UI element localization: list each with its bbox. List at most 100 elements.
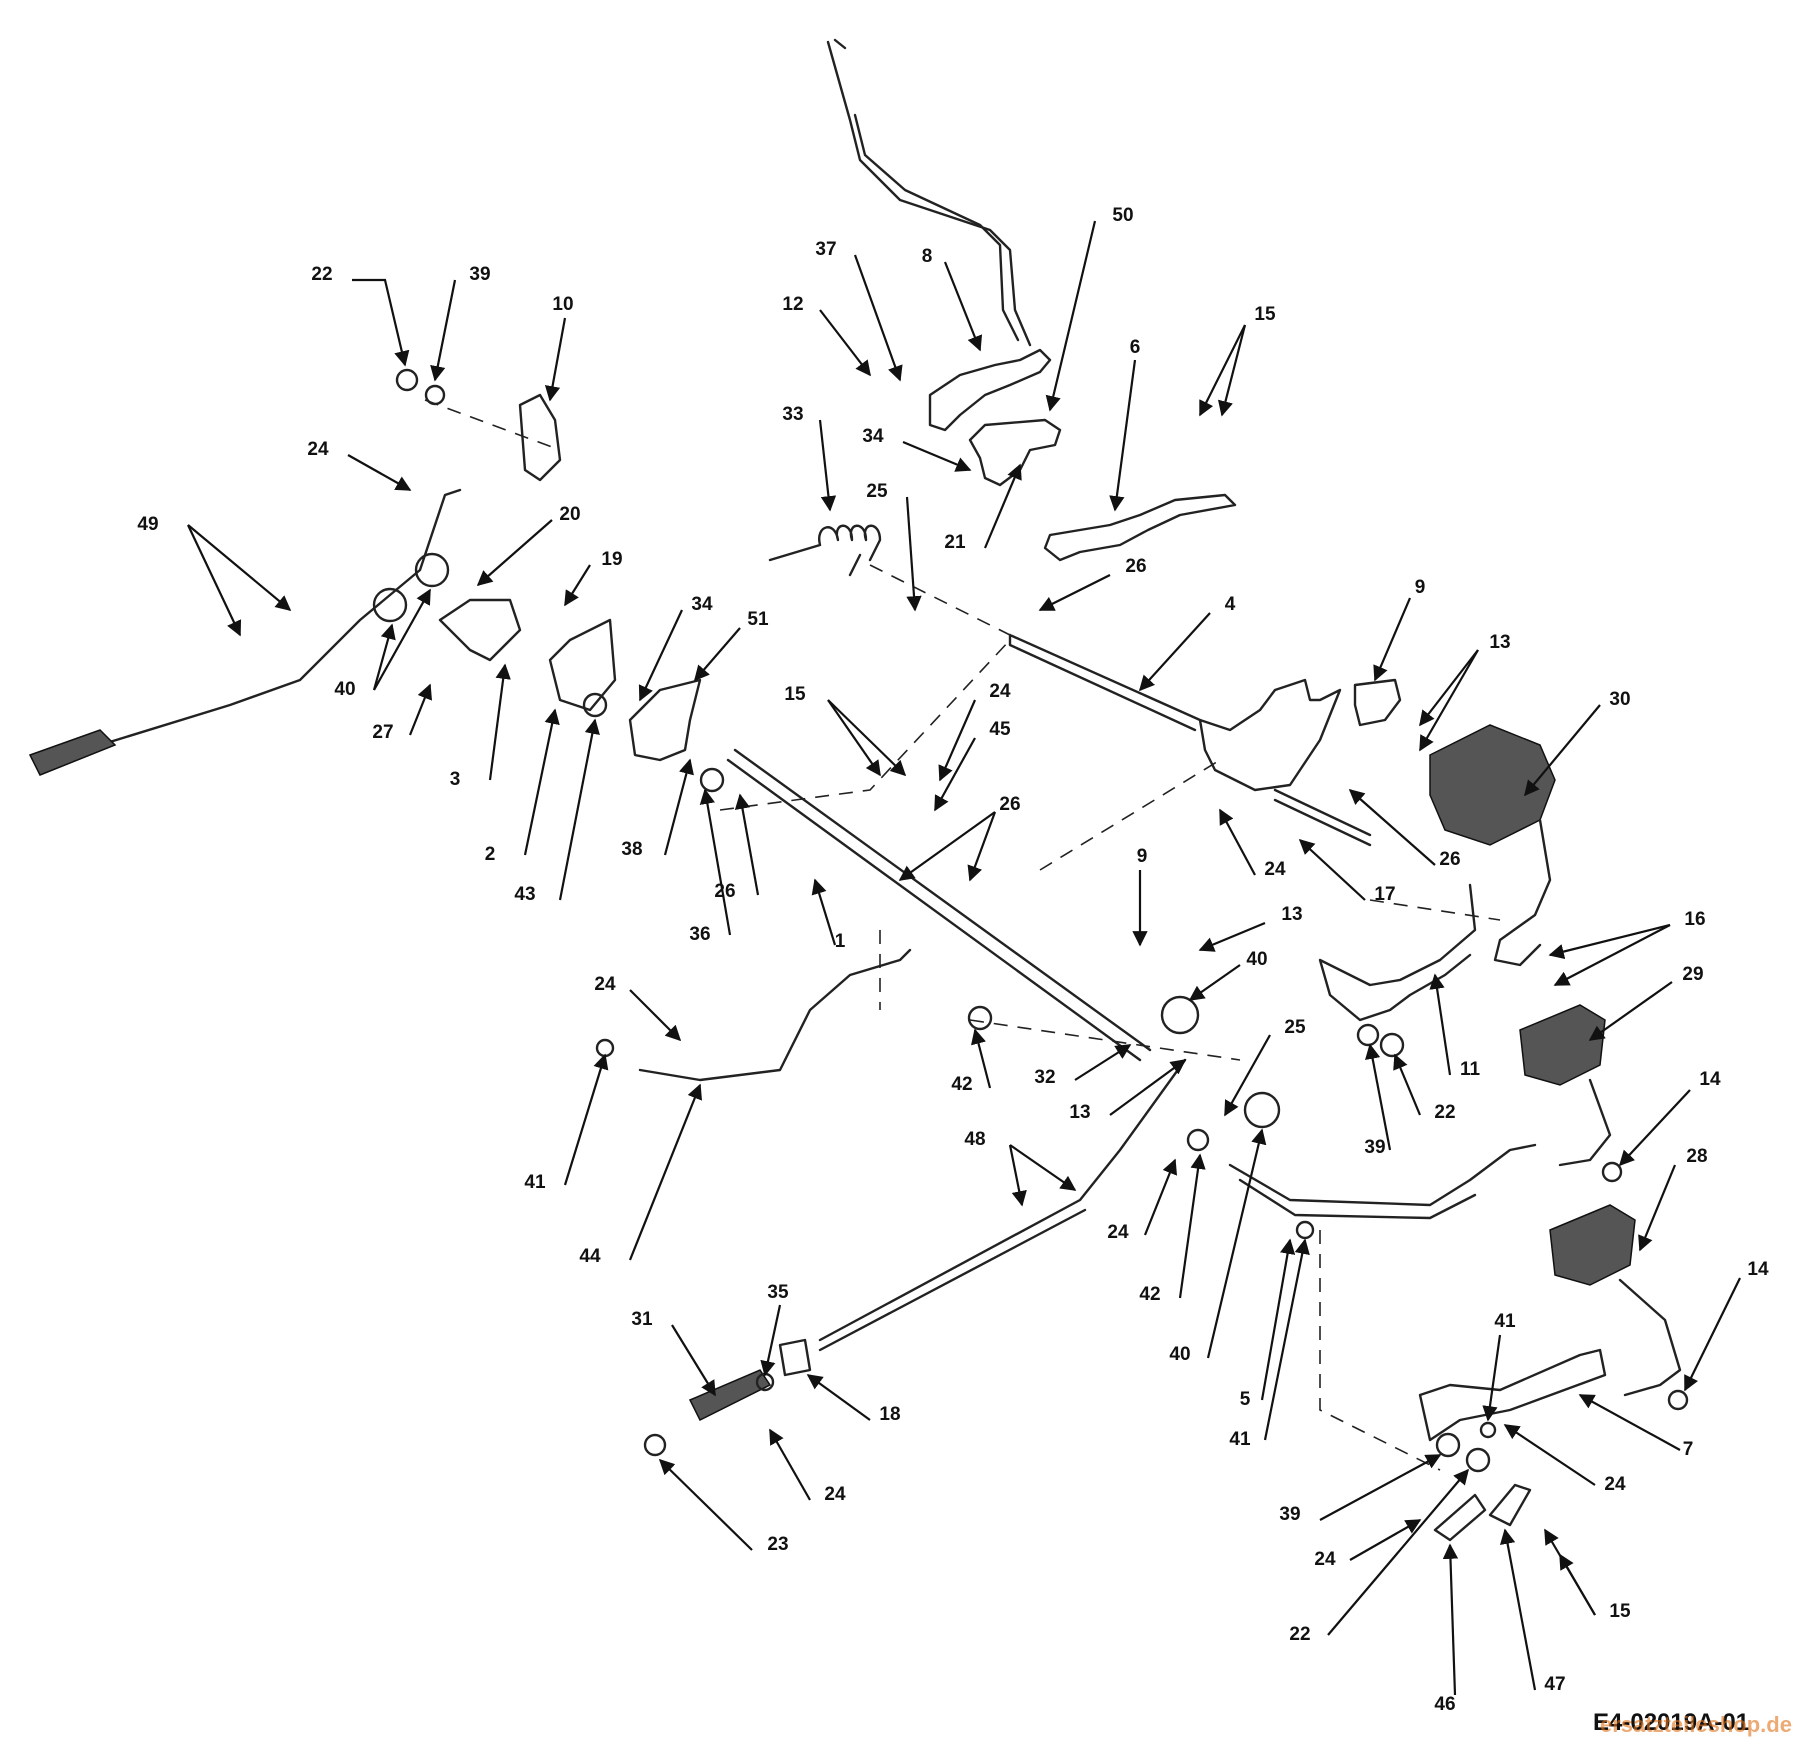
callout-41: 41 <box>1482 1311 1516 1422</box>
callout-leader <box>1224 1034 1271 1117</box>
callout-13: 13 <box>1419 632 1511 752</box>
callout-26: 26 <box>898 794 1021 882</box>
callout-label: 13 <box>1281 904 1302 925</box>
callout-leader <box>806 1374 871 1421</box>
callout-7: 7 <box>1578 1394 1693 1460</box>
callout-leader <box>1206 1128 1267 1359</box>
part-40-bushing-d <box>1243 1091 1281 1129</box>
callout-label: 3 <box>450 769 461 790</box>
callout-leader <box>347 454 412 491</box>
callout-label: 34 <box>862 426 884 447</box>
callout-39: 39 <box>1279 1454 1442 1525</box>
callout-leader <box>372 623 396 691</box>
callout-label: 39 <box>469 264 490 285</box>
callout-label: 32 <box>1034 1067 1055 1088</box>
callout-24: 24 <box>769 1428 846 1505</box>
callout-leader <box>734 793 760 896</box>
callout-22: 22 <box>311 264 410 367</box>
callout-40: 40 <box>334 588 431 700</box>
callout-label: 9 <box>1137 846 1148 867</box>
callout-6: 6 <box>1109 337 1140 512</box>
callout-45: 45 <box>934 719 1011 812</box>
assembly-line-e <box>969 1019 1241 1061</box>
callout-16: 16 <box>1548 909 1706 986</box>
callout-leader <box>1217 324 1247 417</box>
callout-leader <box>638 609 683 702</box>
callout-label: 41 <box>1229 1429 1251 1450</box>
callout-15: 15 <box>1544 1528 1631 1622</box>
callout-label: 27 <box>372 722 393 743</box>
callout-label: 40 <box>334 679 355 700</box>
callout-leader <box>1298 838 1366 901</box>
callout-leader <box>971 1028 992 1089</box>
callout-label: 14 <box>1747 1259 1769 1280</box>
callout-19: 19 <box>564 549 623 607</box>
callout-label: 8 <box>922 246 933 267</box>
callout-label: 18 <box>879 1404 900 1425</box>
callout-43: 43 <box>514 718 600 905</box>
callout-41: 41 <box>1229 1238 1310 1450</box>
callout-leader <box>1548 923 1671 960</box>
callout-leader <box>1349 1519 1422 1561</box>
callout-14: 14 <box>1684 1259 1769 1392</box>
part-28-pedal-arm <box>1618 1278 1682 1397</box>
callout-leader <box>1178 1153 1206 1299</box>
callout-label: 42 <box>1139 1284 1160 1305</box>
callout-39: 39 <box>430 264 491 382</box>
callout-14: 14 <box>1618 1069 1721 1167</box>
callout-leader <box>818 419 837 512</box>
callout-leader <box>1429 973 1452 1076</box>
callout-leader <box>938 699 977 782</box>
upper-linkage-rod <box>826 38 1032 347</box>
callout-label: 28 <box>1686 1146 1707 1167</box>
part-22-nut-low <box>1465 1447 1491 1473</box>
callout-leader <box>1319 1454 1442 1521</box>
callout-leader <box>853 254 903 382</box>
callout-label: 16 <box>1684 909 1705 930</box>
callout-35: 35 <box>760 1282 789 1377</box>
callout-leader <box>564 564 591 607</box>
callout-leader <box>1327 1468 1469 1636</box>
callout-24: 24 <box>1107 1158 1178 1243</box>
callout-24: 24 <box>1219 808 1286 880</box>
part-49-grip <box>28 729 117 776</box>
part-14-nut-a <box>1601 1161 1623 1183</box>
callout-label: 31 <box>631 1309 653 1330</box>
callout-24: 24 <box>1503 1424 1626 1495</box>
callout-leader <box>430 279 457 382</box>
callout-leader <box>827 699 881 777</box>
part-39-washer-mid <box>1356 1023 1380 1047</box>
callout-leader <box>408 683 433 736</box>
callout-leader <box>187 524 242 637</box>
callout-28: 28 <box>1638 1146 1708 1252</box>
callout-47: 47 <box>1499 1528 1566 1695</box>
part-41-nut-b <box>1295 1220 1315 1240</box>
callout-9: 9 <box>1373 577 1425 682</box>
callout-leader <box>1109 1059 1187 1116</box>
callout-label: 39 <box>1279 1504 1300 1525</box>
callout-label: 13 <box>1069 1102 1090 1123</box>
callout-leader <box>1138 612 1211 692</box>
part-43-bushing <box>582 692 608 718</box>
callout-leader <box>1260 1238 1296 1401</box>
upper-linkage-rod-inner <box>853 113 1020 342</box>
part-40-bushing-b <box>414 552 450 588</box>
callout-leader <box>1442 1543 1459 1696</box>
part-44-rod <box>638 948 912 1082</box>
callout-label: 25 <box>866 481 888 502</box>
part-42-spacer <box>967 1005 993 1031</box>
part-30-pedal-arm <box>1493 818 1552 967</box>
callout-leader <box>1419 649 1479 727</box>
callout-49: 49 <box>137 514 292 637</box>
callout-26: 26 <box>1348 788 1461 870</box>
callout-label: 26 <box>1439 849 1460 870</box>
part-8-bracket <box>928 348 1052 432</box>
callout-leader <box>693 627 741 682</box>
callout-label: 48 <box>964 1129 985 1150</box>
callout-leader <box>819 309 871 377</box>
drawing-number: E4-02019A-01 <box>1593 1709 1749 1736</box>
part-30-pedal-pad <box>1429 724 1556 846</box>
callout-leader <box>658 1458 753 1551</box>
watermark: ersatzteileshop.de <box>1600 1712 1792 1737</box>
